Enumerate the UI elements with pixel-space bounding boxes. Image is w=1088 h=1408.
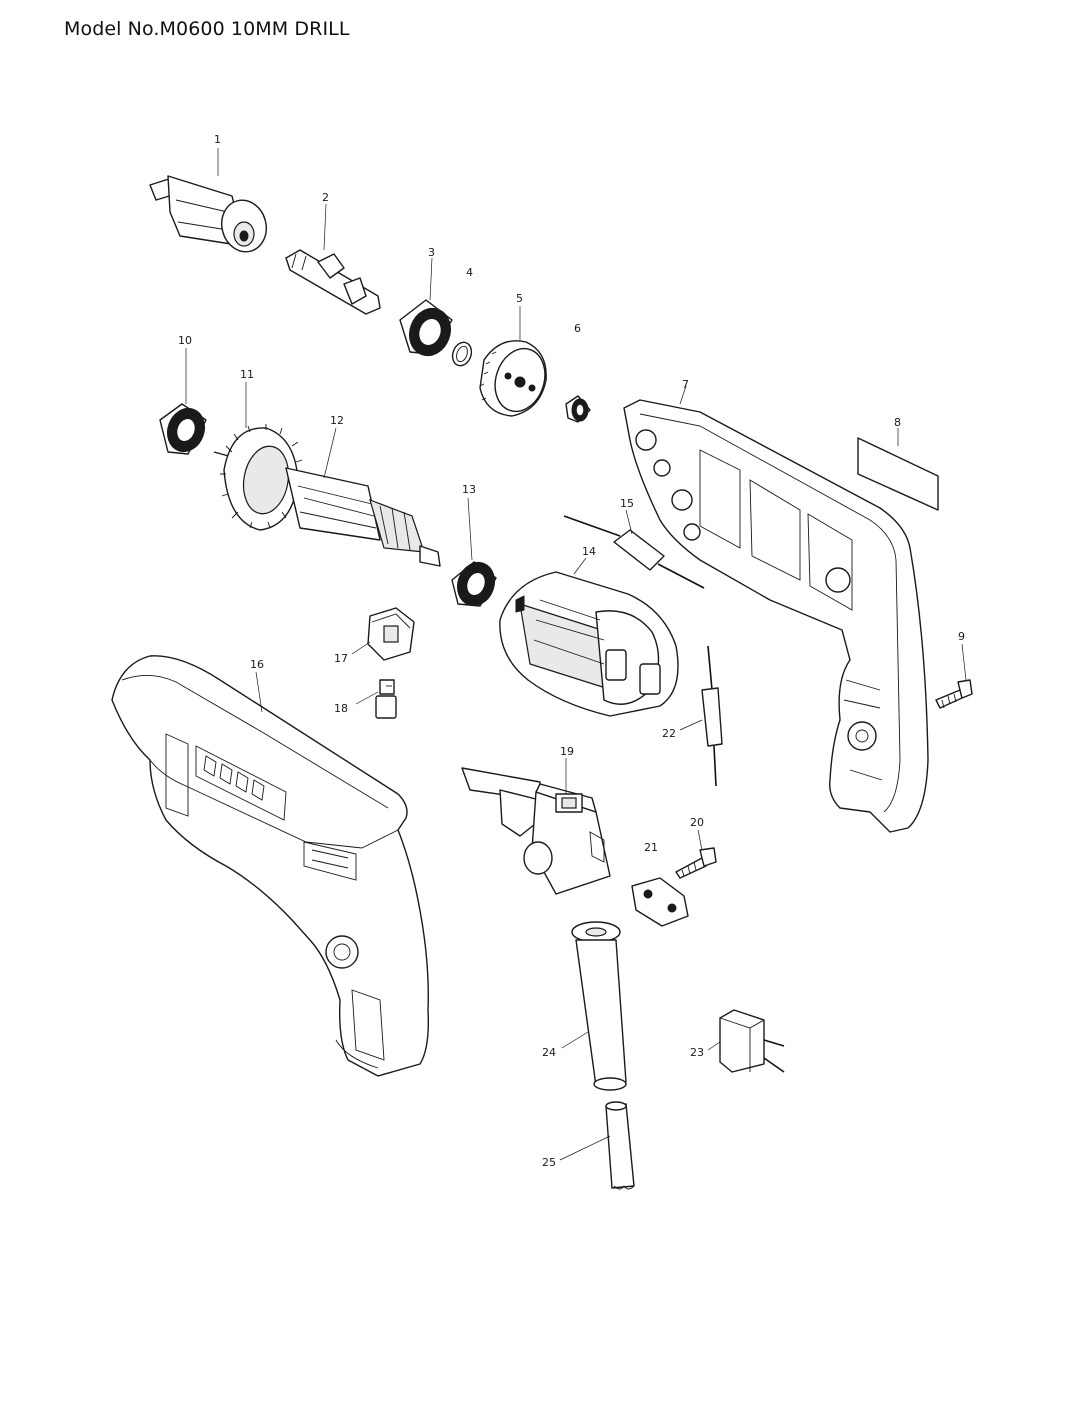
part-strain-relief (631, 877, 689, 927)
callout-13: 13 (462, 483, 476, 496)
callout-16: 16 (250, 658, 264, 671)
part-noise-suppressor (719, 1009, 785, 1073)
part-tapping-screw (935, 679, 973, 709)
part-retaining-ring (451, 341, 473, 367)
callout-15: 15 (620, 497, 634, 510)
callout-1: 1 (214, 133, 221, 146)
callout-14: 14 (582, 545, 596, 558)
callout-11: 11 (240, 368, 254, 381)
callout-4: 4 (466, 266, 473, 279)
part-ball-bearing-10 (159, 403, 207, 455)
callout-12: 12 (330, 414, 344, 427)
callout-25: 25 (542, 1156, 556, 1169)
callout-22: 22 (662, 727, 676, 740)
callout-9: 9 (958, 630, 965, 643)
callout-6: 6 (574, 322, 581, 335)
part-switch (461, 767, 611, 895)
callout-2: 2 (322, 191, 329, 204)
part-housing-left (623, 399, 929, 833)
callout-3: 3 (428, 246, 435, 259)
part-name-plate (857, 437, 939, 511)
part-brush-holder (367, 607, 415, 661)
callout-23: 23 (690, 1046, 704, 1059)
part-capacitor-15 (563, 515, 705, 589)
part-spindle (285, 249, 381, 315)
part-field (499, 571, 679, 717)
callout-21: 21 (644, 841, 658, 854)
callout-8: 8 (894, 416, 901, 429)
part-capacitor-22 (701, 645, 723, 787)
callout-20: 20 (690, 816, 704, 829)
part-screw-20 (675, 847, 717, 879)
part-cord (605, 1101, 635, 1190)
callout-24: 24 (542, 1046, 556, 1059)
leader-lines (185, 148, 967, 1161)
part-ball-bearing-3 (399, 299, 453, 357)
callout-7: 7 (682, 378, 689, 391)
page-title: Model No.M0600 10MM DRILL (64, 18, 350, 40)
callout-numbers: 1 2 3 4 5 6 7 8 9 10 11 12 13 14 15 16 1… (178, 133, 965, 1169)
part-drill-chuck (149, 175, 267, 253)
callout-17: 17 (334, 652, 348, 665)
callout-19: 19 (560, 745, 574, 758)
callout-10: 10 (178, 334, 192, 347)
part-carbon-brush (375, 679, 397, 719)
part-armature (213, 424, 441, 567)
part-housing-right (111, 655, 430, 1077)
part-needle-bearing (565, 395, 591, 423)
part-cord-guard (571, 921, 627, 1091)
part-spur-gear (479, 340, 547, 417)
callout-18: 18 (334, 702, 348, 715)
callout-5: 5 (516, 292, 523, 305)
part-ball-bearing-13 (451, 561, 497, 607)
